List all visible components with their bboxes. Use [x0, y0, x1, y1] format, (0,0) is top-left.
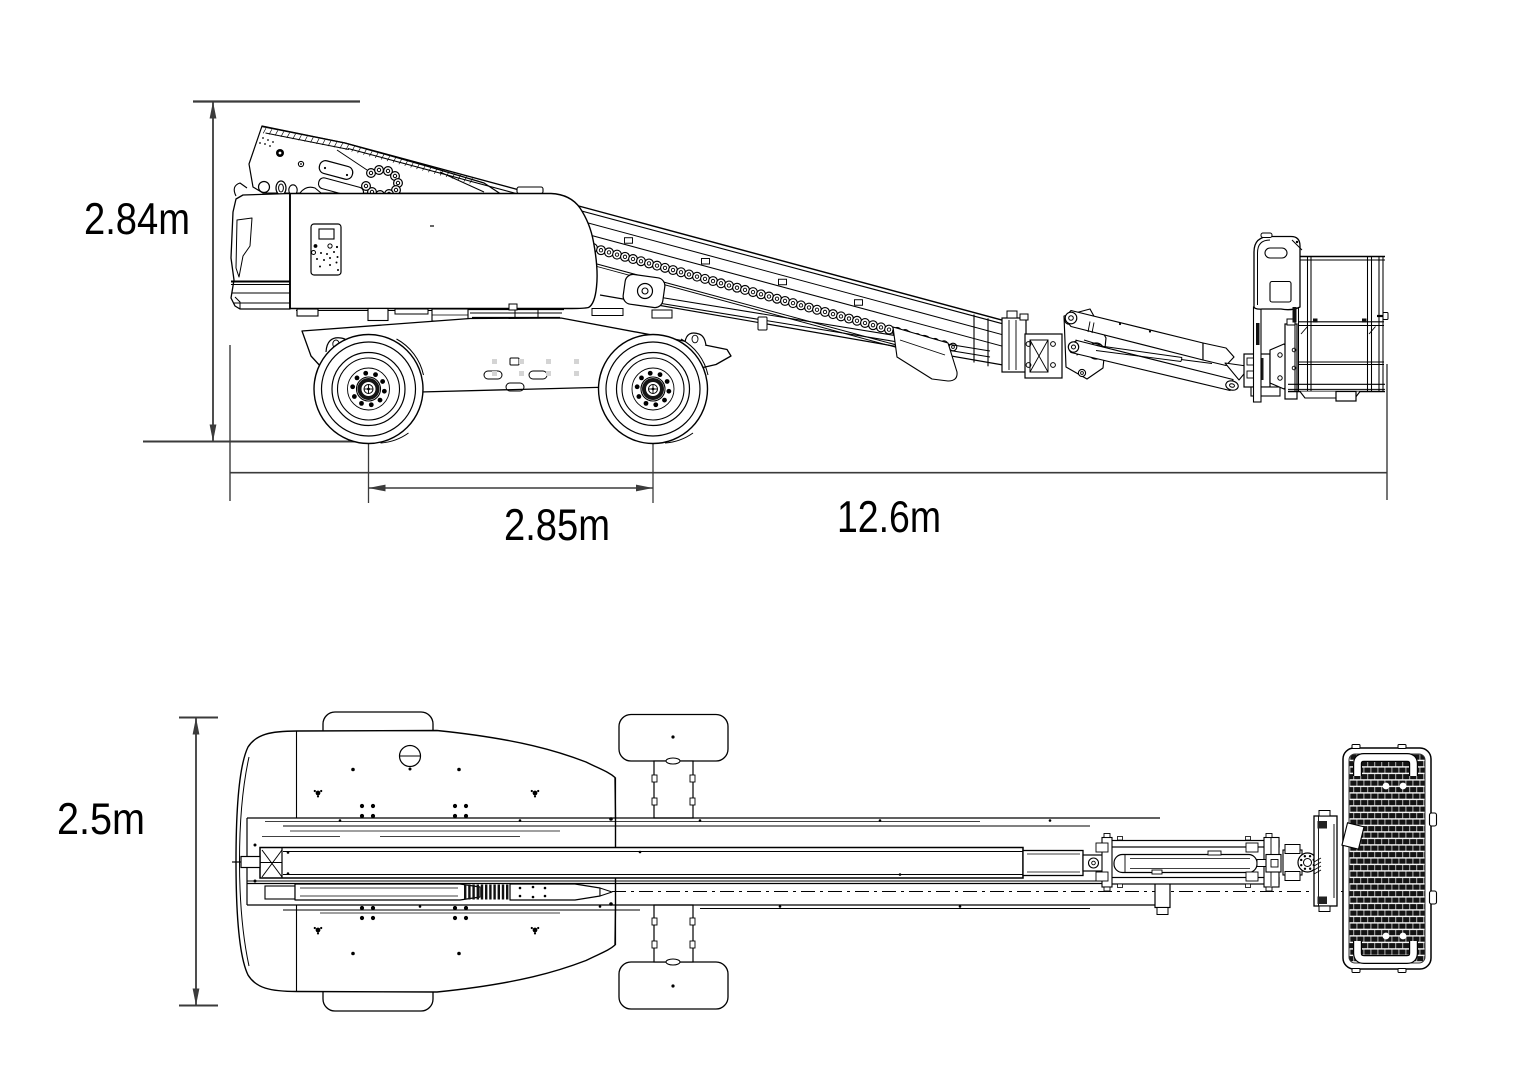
svg-text:2.84m: 2.84m: [84, 195, 190, 244]
svg-text:12.6m: 12.6m: [837, 493, 941, 542]
svg-text:2.5m: 2.5m: [57, 795, 145, 844]
svg-text:2.85m: 2.85m: [504, 501, 610, 550]
